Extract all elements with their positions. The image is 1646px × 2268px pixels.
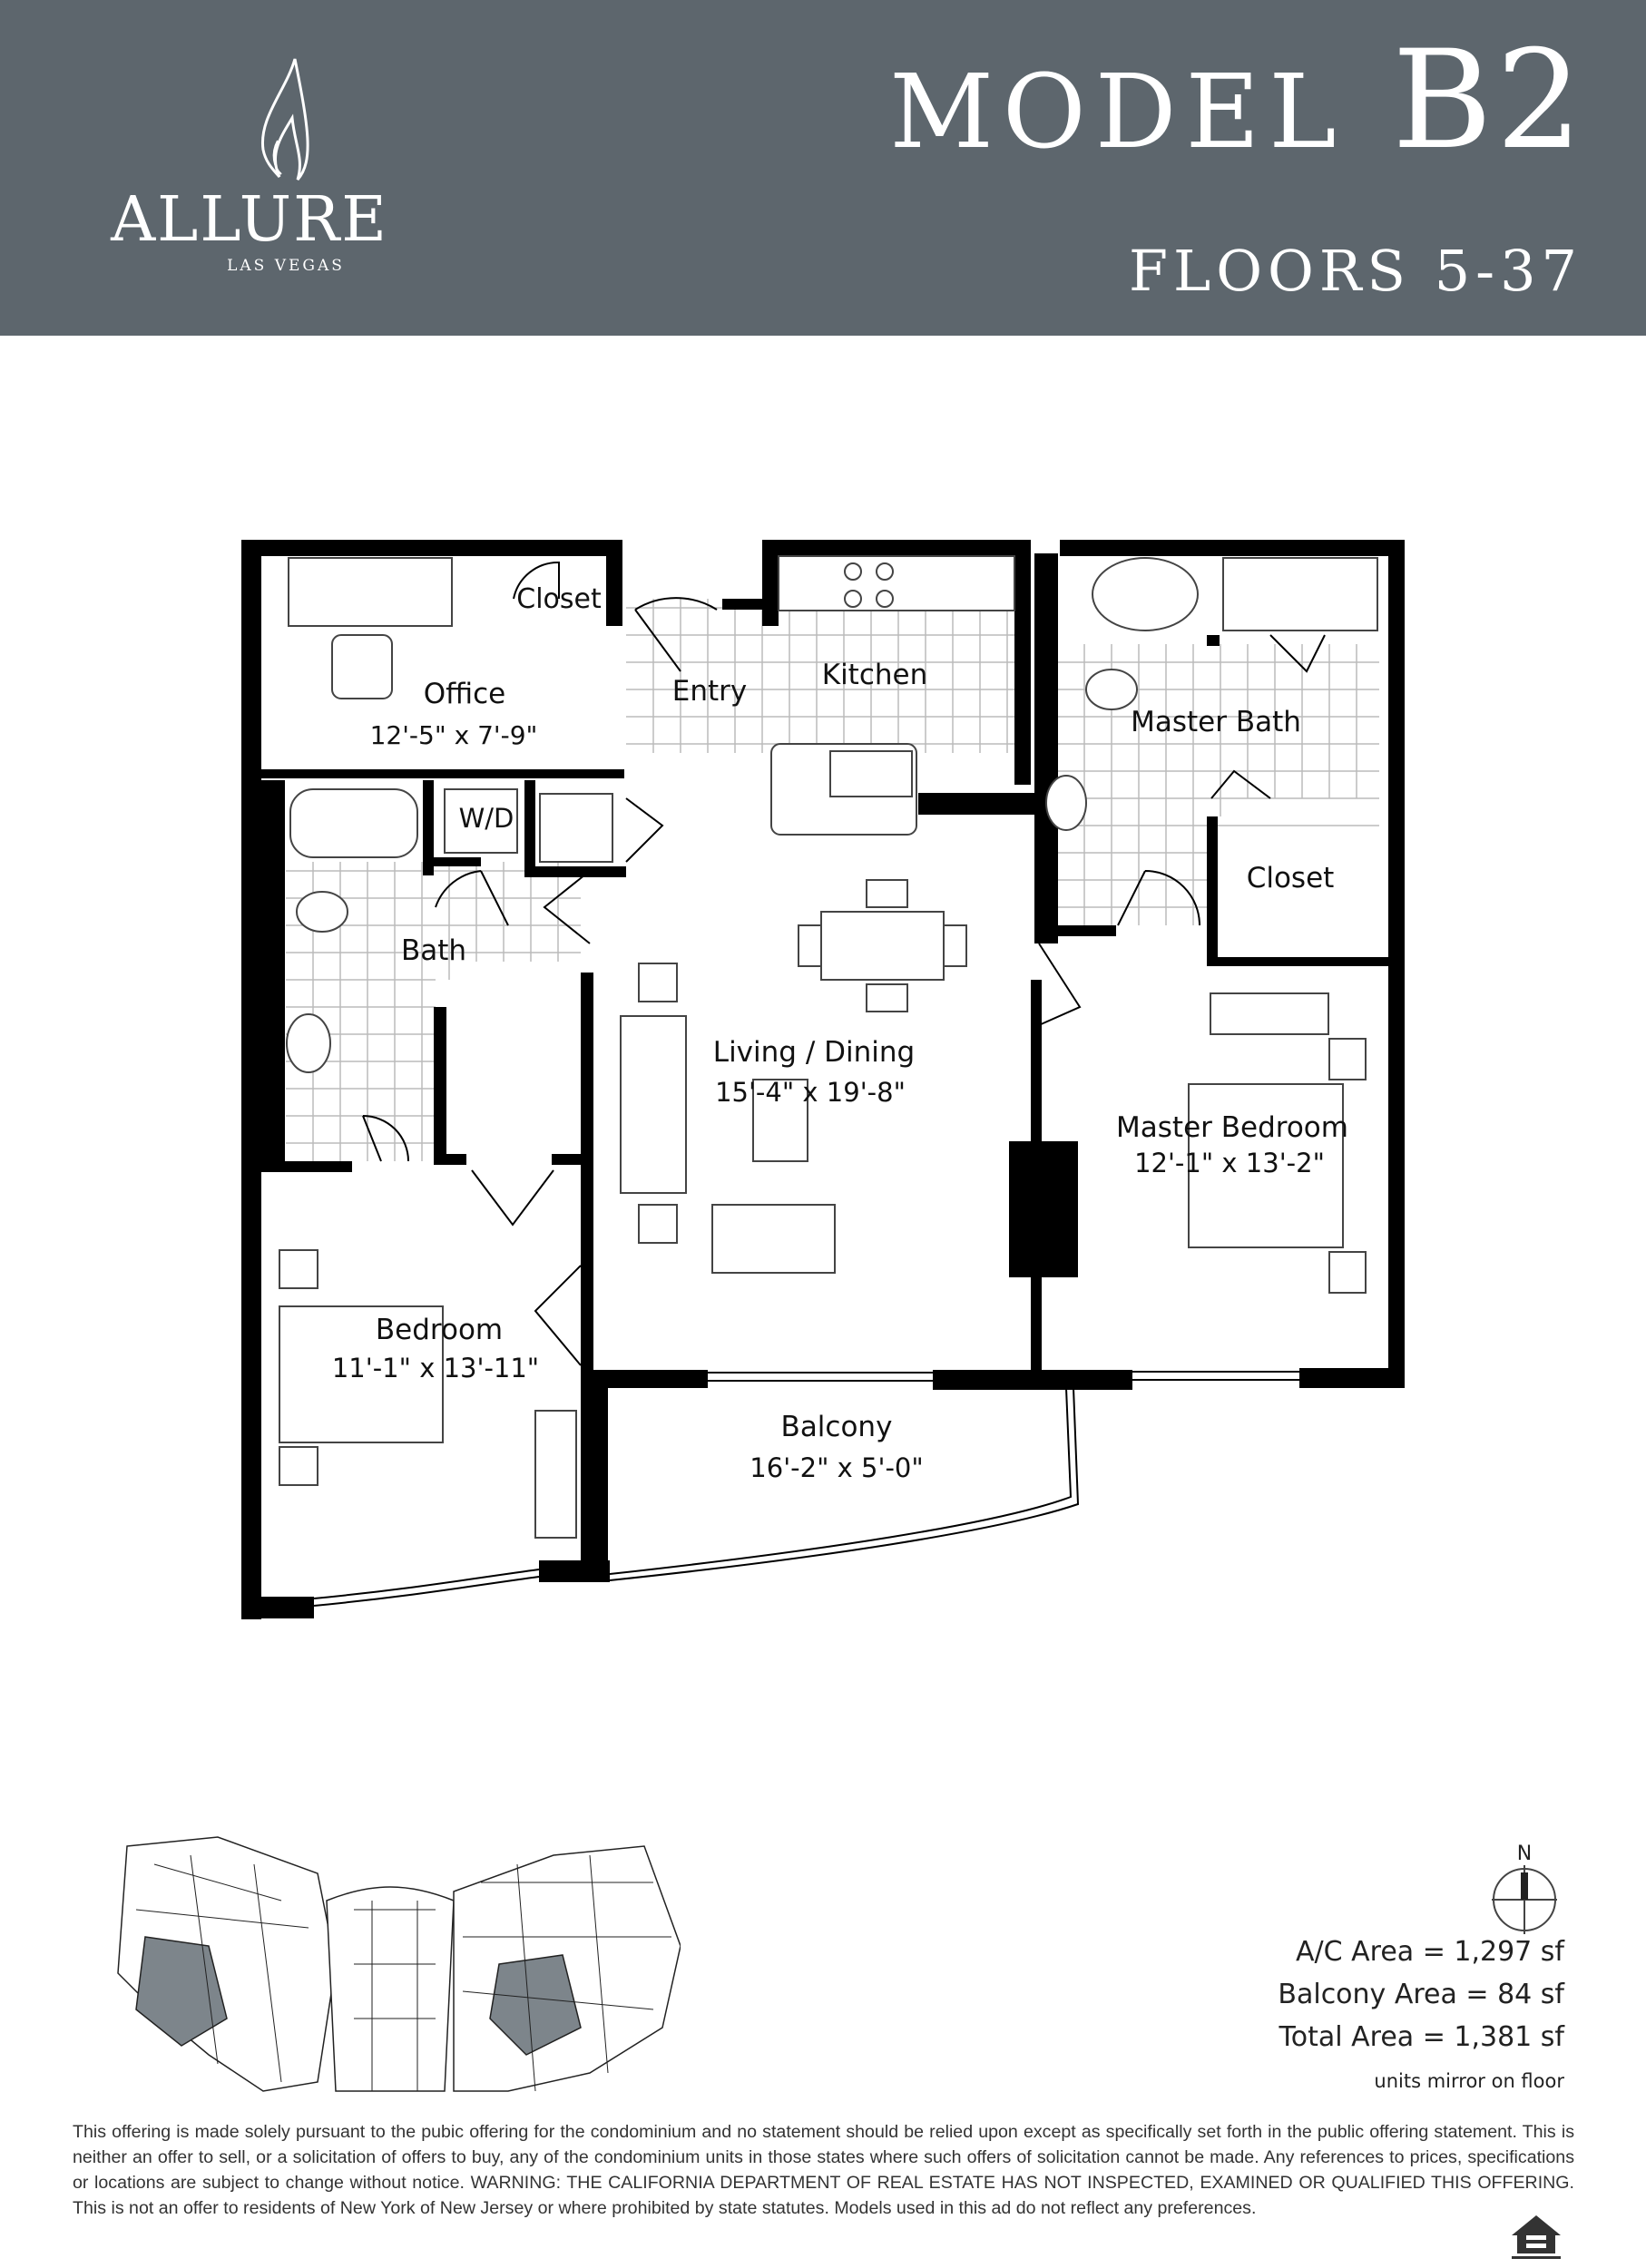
label-office-dim: 12'-5" x 7'-9" (370, 720, 538, 750)
washer-dryer (444, 788, 518, 854)
label-closet-top: Closet (516, 583, 602, 615)
area-summary: A/C Area = 1,297 sf Balcony Area = 84 sf… (1278, 1931, 1564, 2058)
doors (362, 561, 1326, 1366)
furniture (279, 555, 1378, 1539)
label-bedroom-dim: 11'-1" x 13'-11" (332, 1353, 539, 1383)
master-bed (1188, 1083, 1344, 1248)
key-plan-partitions (135, 1854, 671, 2092)
header-band: ALLURE LAS VEGAS MODEL B2 FLOORS 5-37 (0, 0, 1646, 336)
label-bedroom: Bedroom (376, 1314, 503, 1346)
label-living-dim: 15'-4" x 19'-8" (715, 1077, 906, 1108)
model-word: MODEL (889, 54, 1346, 171)
loveseat (711, 1204, 836, 1274)
kitchen-counter (778, 555, 1015, 611)
side-table (638, 963, 678, 1002)
total-area: Total Area = 1,381 sf (1279, 2021, 1564, 2053)
model-title: MODEL B2 (889, 33, 1586, 169)
room-labels: Closet Office 12'-5" x 7'-9" Entry Kitch… (332, 583, 1348, 1483)
side-table (638, 1204, 678, 1244)
allure-logo: ALLURE LAS VEGAS (110, 58, 388, 275)
label-wd: W/D (459, 803, 514, 834)
label-master-bedroom-dim: 12'-1" x 13'-2" (1134, 1148, 1325, 1178)
office-desk (288, 557, 453, 627)
ac-area: A/C Area = 1,297 sf (1296, 1936, 1564, 1968)
building-key-plan (117, 1836, 681, 2092)
brand-subtitle: LAS VEGAS (227, 257, 345, 275)
label-office: Office (424, 678, 506, 710)
sink-bath (286, 1013, 331, 1073)
dining-chair (866, 983, 908, 1012)
dining-table (820, 911, 945, 981)
brand-name: ALLURE (110, 184, 388, 256)
dining-chair (798, 924, 822, 967)
label-master-bath: Master Bath (1131, 706, 1301, 738)
toilet-bath (296, 891, 348, 933)
legal-disclaimer: This offering is made solely pursuant to… (73, 2122, 1574, 2218)
label-bath: Bath (401, 934, 466, 967)
key-plan-highlight (135, 1936, 582, 2056)
equal-housing-icon (1512, 2215, 1561, 2259)
coffee-table (752, 1079, 808, 1162)
balcony-area: Balcony Area = 84 sf (1278, 1979, 1564, 2010)
label-living: Living / Dining (713, 1036, 915, 1069)
windows (313, 1371, 1299, 1607)
shower-master (1222, 557, 1378, 631)
sofa (620, 1015, 687, 1194)
bedroom-dresser (534, 1410, 577, 1539)
model-code: B2 (1392, 22, 1586, 180)
tile-grid (286, 599, 1379, 1161)
label-master-bedroom: Master Bedroom (1116, 1111, 1348, 1144)
nightstand (1328, 1251, 1367, 1294)
label-balcony: Balcony (781, 1411, 893, 1443)
dining-chair (866, 879, 908, 908)
label-balcony-dim: 16'-2" x 5'-0" (750, 1452, 923, 1483)
bathtub-master (1092, 557, 1199, 631)
water-heater (539, 793, 613, 863)
stove-burner (876, 562, 894, 581)
nightstand (279, 1249, 318, 1289)
bathtub (289, 788, 418, 858)
office-chair (331, 634, 393, 699)
nightstand (1328, 1038, 1367, 1080)
stove-burner (844, 562, 862, 581)
toilet-master (1085, 669, 1138, 710)
logo-flame-mark (260, 58, 309, 181)
stove-burner (876, 590, 894, 608)
floors-label: FLOORS 5-37 (1129, 238, 1582, 304)
nightstand (279, 1446, 318, 1486)
label-closet-master: Closet (1247, 862, 1335, 894)
bedroom-bed (279, 1305, 444, 1443)
dining-chair (943, 924, 967, 967)
walls (241, 540, 1405, 1619)
stove-burner (844, 590, 862, 608)
north-compass: N (1492, 1843, 1557, 1934)
sink-master (1045, 775, 1087, 831)
master-dresser (1210, 992, 1329, 1035)
label-entry: Entry (672, 675, 747, 708)
compass-north-label: N (1517, 1843, 1532, 1865)
kitchen-sink (829, 750, 913, 797)
mirror-note: units mirror on floor (1374, 2070, 1564, 2092)
label-kitchen: Kitchen (822, 659, 928, 691)
